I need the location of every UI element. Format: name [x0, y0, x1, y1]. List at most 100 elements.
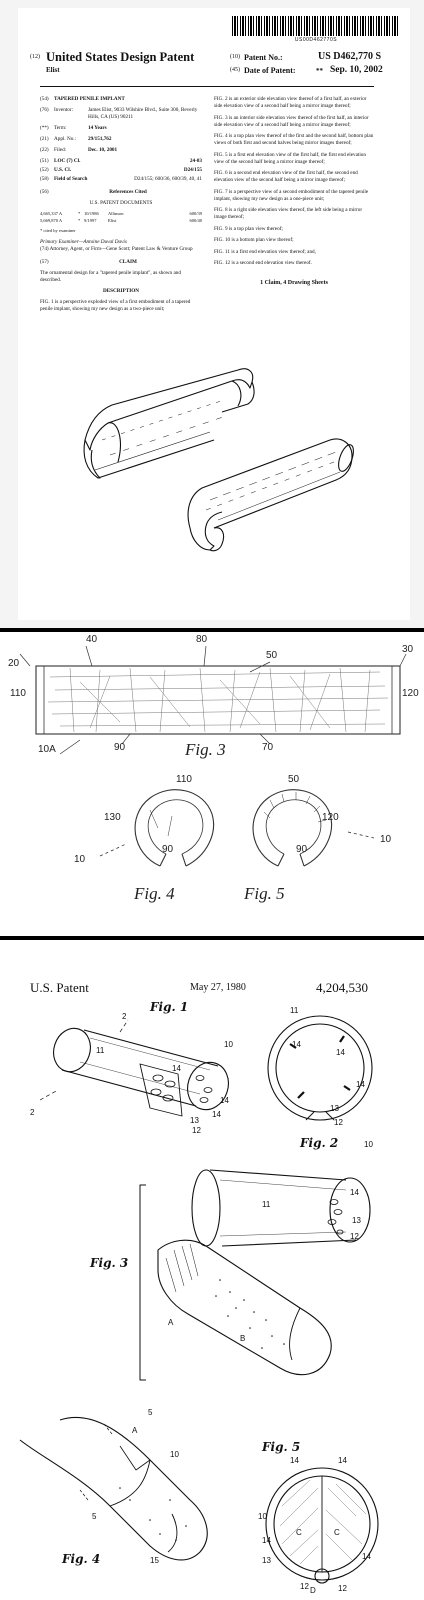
drawing-reference-label: 10	[258, 1512, 267, 1521]
code-10: (10)	[230, 54, 240, 60]
drawing-reference-label: 12	[350, 1232, 359, 1241]
field-value: TAPERED PENILE IMPLANT	[54, 96, 125, 102]
sketch-reference-label: 90	[162, 844, 174, 855]
design-patent-page-panel: US00D462770S (12) United States Design P…	[0, 0, 424, 628]
figure-description: FIG. 5 is a first end elevation view of …	[214, 151, 366, 165]
sketch-reference-label: 70	[262, 742, 274, 753]
drawing-reference-label: 5	[92, 1512, 97, 1521]
primary-examiner: Primary Examiner—Antoine Duval Davis	[40, 238, 127, 245]
sketch-reference-label: 120	[322, 812, 339, 823]
class-value: D24/155; 600/36, 600/39, 40, 41	[134, 176, 202, 183]
figure-description: FIG. 10 is a bottom plan view thereof;	[214, 237, 294, 244]
class-value: D24/155	[183, 167, 202, 174]
sketch-reference-label: 10	[74, 854, 86, 865]
figure-description: FIG. 11 is a first end elevation view th…	[214, 248, 316, 255]
field-row: (76)Inventor:James Elist, 9033 Wilshire …	[40, 107, 202, 121]
code-45: (45)	[230, 67, 240, 73]
sketch-reference-label: 90	[296, 844, 308, 855]
classification-fields: (51)LOC (7) Cl.24-03(52)U.S. Cl.D24/155(…	[40, 158, 202, 183]
sketch-reference-label: 50	[288, 774, 300, 785]
reference-num: 5,669,870 A	[40, 218, 63, 224]
date-marker: **	[316, 67, 323, 75]
cited-note: * cited by examiner	[40, 228, 76, 234]
barcode-number: US00D462770S	[294, 37, 338, 43]
fig4-caption: Fig. 4	[134, 884, 175, 903]
drawing-reference-label: 14	[338, 1456, 347, 1465]
sketch-reference-label: 10	[380, 834, 392, 845]
class-code: (58)	[40, 176, 49, 183]
figure-description: FIG. 6 is a second end elevation view of…	[214, 170, 358, 184]
sketch-reference-label: 40	[86, 634, 98, 645]
figure-description: FIG. 7 is a perspective view of a second…	[214, 188, 369, 202]
figure-descriptions: FIG. 2 is an exterior side elevation vie…	[214, 96, 374, 267]
claim-title: CLAIM	[119, 258, 137, 265]
drawing-reference-label: 2	[30, 1108, 35, 1117]
field-value: 29/151,762	[88, 136, 112, 143]
fig2-cross-section	[267, 1015, 373, 1121]
drawing-reference-label: 10	[364, 1140, 373, 1149]
fig3-shaft	[157, 1239, 332, 1376]
drawing-reference-label: 11	[290, 1006, 299, 1015]
fig4-ring	[134, 789, 214, 867]
figure-description: FIG. 9 is a top plan view thereof;	[214, 225, 283, 232]
sketch-drawing	[19, 645, 407, 867]
barcode	[232, 16, 400, 36]
fig1-cylinder	[61, 1029, 219, 1107]
sketch-reference-label: 110	[176, 774, 192, 785]
date-label: Date of Patent:	[244, 66, 296, 75]
sketch-reference-label: 130	[104, 812, 121, 823]
field-value: Dec. 10, 2001	[88, 147, 118, 154]
reference-mark: *	[78, 218, 81, 224]
field-label: Filed:	[54, 147, 67, 154]
patent-no-label: Patent No.:	[244, 53, 283, 62]
class-row: (52) U.S. Cl. D24/155	[40, 167, 202, 174]
sketch-reference-label: 80	[196, 634, 208, 645]
claim-text: The ornamental design for a "tapered pen…	[40, 269, 181, 283]
utility-patent-drawings-panel: U.S. Patent May 27, 1980 4,204,530	[0, 940, 424, 1600]
field-row: (**)Term:14 Years	[40, 125, 202, 132]
field-code: (21)	[40, 136, 49, 143]
fig4-shaft	[19, 1416, 208, 1561]
fig3-cylinder	[209, 1169, 357, 1247]
fig1-caption: Fig. 1	[150, 1000, 189, 1014]
drawing-reference-label: 14	[350, 1188, 359, 1197]
drawing-reference-label: 12	[334, 1118, 343, 1127]
claim-code: (57)	[40, 258, 49, 265]
sketch-reference-label: 50	[266, 650, 278, 661]
document-type: United States Design Patent	[46, 50, 195, 64]
patent-date: Sep. 10, 2002	[330, 65, 383, 75]
fig3-caption: Fig. 3	[185, 740, 226, 759]
field-row: (54)TAPERED PENILE IMPLANT	[40, 96, 202, 103]
attorney: (74) Attorney, Agent, or Firm—Gene Scott…	[40, 245, 193, 252]
fig5-cross-section	[265, 1467, 379, 1581]
field-label: Term:	[54, 125, 67, 132]
field-row: (21)Appl. No.:29/151,762	[40, 136, 202, 143]
drawing-reference-label: 14	[362, 1552, 371, 1561]
drawing-reference-label: 12	[338, 1584, 347, 1593]
figure-description: FIG. 4 is a top plan view thereof of the…	[214, 133, 374, 147]
reference-date: 9/1997	[84, 218, 97, 224]
class-label: U.S. Cl.	[54, 167, 72, 174]
drawing-reference-label: 14	[262, 1536, 271, 1545]
sketch-reference-label: 90	[114, 742, 126, 753]
description-fig1: FIG. 1 is a perspective exploded view of…	[40, 299, 191, 313]
drawing-reference-label: 5	[148, 1408, 153, 1417]
class-label: LOC (7) Cl.	[54, 158, 81, 165]
drawing-reference-label: C	[334, 1528, 340, 1537]
drawing-reference-label: 15	[150, 1556, 159, 1565]
class-code: (51)	[40, 158, 49, 165]
drawing-reference-label: 14	[290, 1456, 299, 1465]
reference-date: 10/1986	[84, 211, 99, 217]
reference-mark: *	[78, 211, 81, 217]
field-code: (**)	[40, 125, 49, 132]
sketch-reference-label: 10A	[38, 744, 56, 755]
refs-code: (56)	[40, 189, 49, 196]
patent-number-1980: 4,204,530	[316, 980, 368, 995]
utility-patent-drawing	[19, 1015, 379, 1584]
class-code: (52)	[40, 167, 49, 174]
fig5-caption: Fig. 5	[244, 884, 285, 903]
fig4-caption-1980: Fig. 4	[62, 1552, 101, 1566]
inventor-short: Elist	[46, 66, 60, 74]
